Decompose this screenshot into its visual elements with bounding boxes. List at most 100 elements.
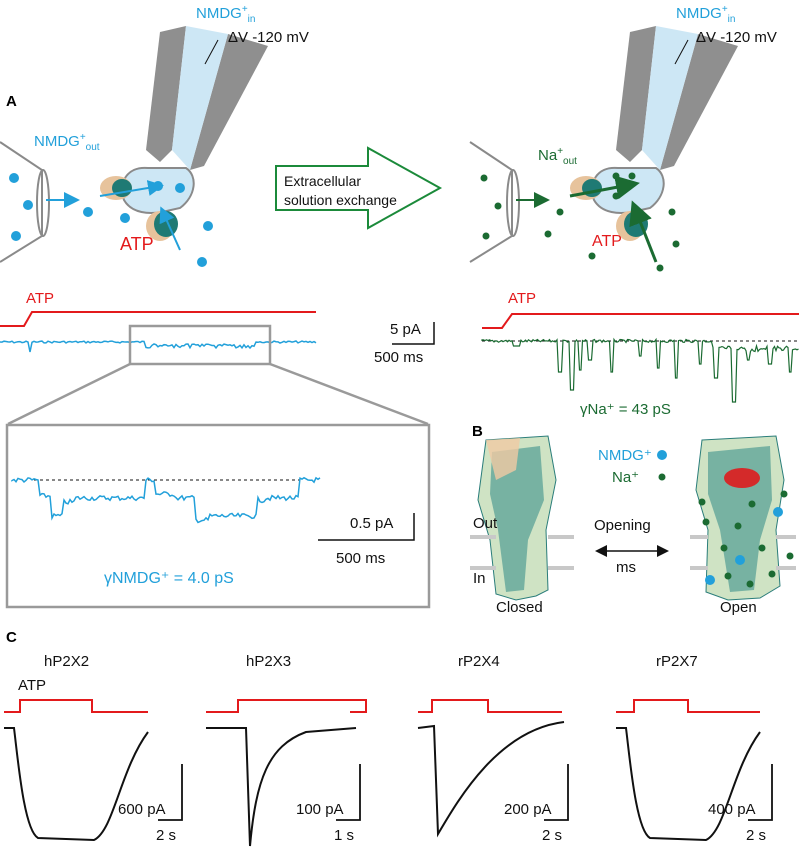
legend: NMDG⁺ Na⁺ [598,447,667,486]
timescale-label: ms [616,559,636,576]
scale-current: 400 pA [708,801,756,818]
current-trace-nmdg [0,340,317,353]
left-trace-group: ATP 5 pA 500 ms [0,290,435,426]
nmdg-ion [203,221,213,231]
panel-c-label: C [6,629,17,646]
scale-bar [748,764,773,821]
nmdg-ion [9,173,19,183]
open-label: Open [720,599,757,616]
perfusion-tube [469,141,513,263]
receptor-name: rP2X4 [458,653,500,670]
na-ion [588,252,596,260]
na-ion [656,264,664,272]
pipette-solution [172,26,228,170]
scale-current: 0.5 pA [350,515,393,532]
left-setup: NMDG+in ΔV -120 mV NMDG+out ATP [0,4,309,267]
receptor-bottom-core [154,211,178,237]
pipette-ion-label: NMDG+in [196,4,255,25]
open-structure [690,435,796,601]
na-ion [668,208,676,216]
scale-current: 200 pA [504,801,552,818]
pipette-wall-right [190,34,268,170]
atp-application-bar [0,311,316,327]
scale-bar [544,764,569,821]
scale-current: 100 pA [296,801,344,818]
pipette-solution [642,26,698,170]
nmdg-ion [23,200,33,210]
scale-time: 2 s [542,827,562,844]
right-setup: NMDG+in ΔV -120 mV Na+out ATP [469,4,777,272]
exchange-line-1: Extracellular [284,173,361,189]
voltage-label: ΔV -120 mV [696,29,777,46]
legend-na-dot [658,473,666,481]
voltage-leader [204,39,219,65]
scale-bar [392,322,435,345]
nmdg-ion [153,181,163,191]
atp-bar-label: ATP [18,677,46,694]
receptor-name: rP2X7 [656,653,698,670]
extracellular-ion-label: NMDG+out [34,132,100,153]
extracellular-ion-label: Na+out [538,146,577,167]
voltage-leader [674,39,689,65]
scale-current: 5 pA [390,321,421,338]
zoom-box [128,324,272,366]
nmdg-ion [120,213,130,223]
closed-structure [470,435,574,601]
scale-time: 2 s [156,827,176,844]
current-trace-zoom [11,476,321,524]
conductance-label: γNMDG⁺ = 4.0 pS [104,570,234,587]
zoom-connector [7,362,131,426]
na-ion [628,172,636,180]
atp-application-bar [616,699,760,713]
pipette-wall-left [146,26,186,162]
scale-current: 600 pA [118,801,166,818]
panel-b-label: B [472,423,483,440]
scale-time: 500 ms [336,550,385,567]
atp-bar-label: ATP [26,290,54,307]
atp-application-bar [482,313,799,329]
zoom-inset: 0.5 pA 500 ms γNMDG⁺ = 4.0 pS [5,423,431,609]
scale-bar [318,513,415,541]
receptor-name: hP2X3 [246,653,291,670]
nmdg-ion [11,231,21,241]
current-trace [417,721,565,838]
legend-nmdg-label: NMDG⁺ [598,447,652,464]
pipette-wall-right [660,34,738,170]
atp-molecules [724,468,760,488]
out-label: Out [473,515,498,532]
perfusion-tube-opening [36,169,50,237]
current-trace [206,727,357,847]
scale-time: 500 ms [374,349,423,366]
current-trace [4,727,149,842]
scale-bar [158,764,183,821]
exchange-arrow: Extracellular solution exchange [275,146,443,230]
receptor-name: hP2X2 [44,653,89,670]
scale-time: 2 s [746,827,766,844]
ion-arrow [99,180,164,197]
atp-label: ATP [120,234,154,254]
atp-bar-label: ATP [508,290,536,307]
pipette-wall-left [616,26,656,162]
zoom-connector [269,362,429,426]
na-ion [612,192,620,200]
right-trace-group: ATP γNa⁺ = 43 pS [481,290,799,418]
na-ion [612,172,620,180]
na-ion [544,230,552,238]
na-ion [494,202,502,210]
nmdg-ion [197,257,207,267]
perfusion-tube [0,141,43,263]
scale-time: 1 s [334,827,354,844]
ion-arrow [569,175,640,200]
nmdg-ion [83,207,93,217]
conductance-label: γNa⁺ = 43 pS [580,401,671,418]
legend-na-label: Na⁺ [612,469,639,486]
na-ion [480,174,488,182]
exchange-line-2: solution exchange [284,192,397,208]
opening-label: Opening [594,517,651,534]
pipette-ion-label: NMDG+in [676,4,735,25]
atp-application-bar [4,699,148,713]
atp-application-bar [206,699,367,713]
scale-bar [336,764,361,821]
nmdg-ion [175,183,185,193]
na-ion [482,232,490,240]
